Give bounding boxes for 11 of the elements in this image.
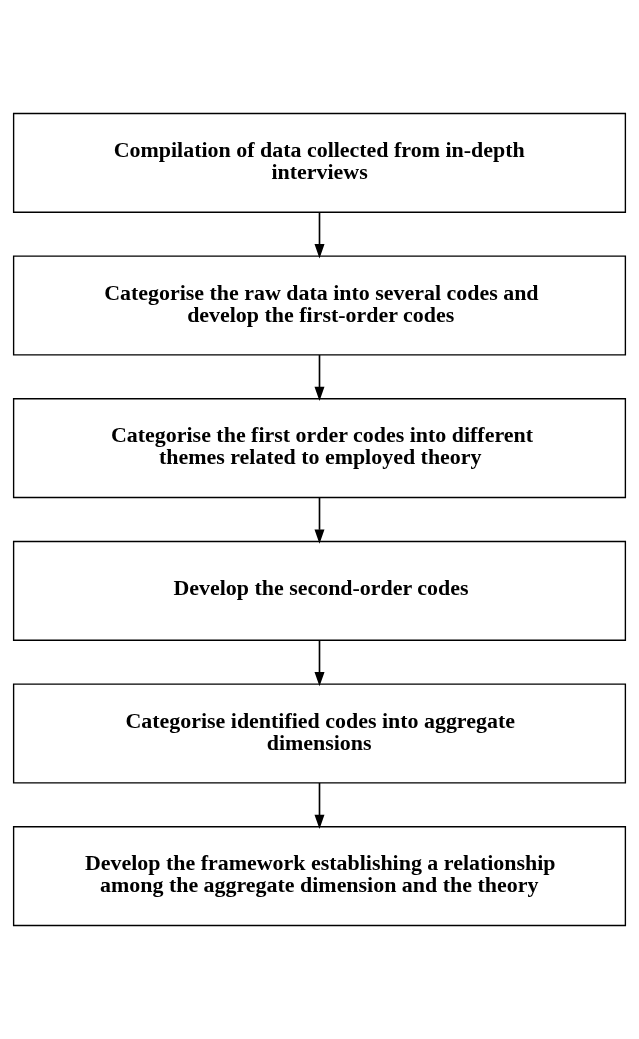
- arrow: [314, 354, 325, 402]
- node-box: Categorise the raw data into several codes and develop the first-order codes: [12, 255, 627, 356]
- arrow: [314, 639, 325, 687]
- arrow: [314, 782, 325, 829]
- node-box: Categorise the first order codes into different themes related to employed theory: [12, 398, 627, 499]
- node-box: Categorise identified codes into aggregate dimensions: [12, 683, 627, 784]
- node-box: Compilation of data collected from in-depth interviews: [12, 112, 627, 213]
- node-box: Develop the second-order codes: [12, 540, 627, 641]
- arrow: [314, 211, 325, 259]
- node-box: Develop the framework establishing a relationship among the aggregate dimension and the theory: [12, 826, 627, 927]
- arrow: [314, 496, 325, 544]
